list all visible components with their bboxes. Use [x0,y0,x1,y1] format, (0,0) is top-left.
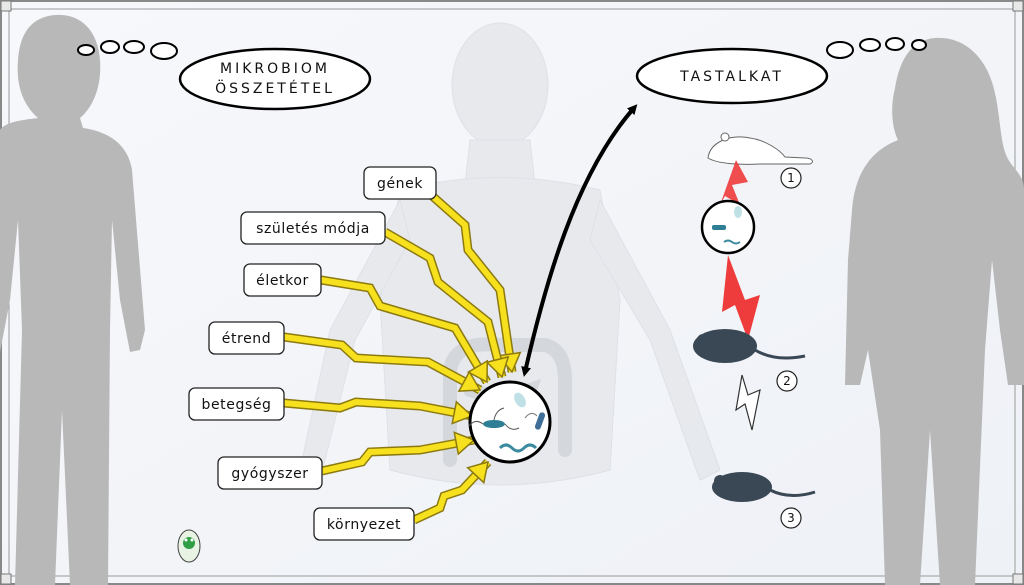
bacterium-bacillus-icon [534,412,546,430]
factor-arrow-5 [283,397,474,425]
microbiome-circle [468,380,552,464]
bacterium-rod-icon [483,420,505,428]
factor-label-text: étrend [222,331,272,347]
bidirectional-arrow [521,104,638,377]
factor-label-text: gyógyszer [231,466,308,482]
factor-arrow-3 [320,275,491,385]
factor-label-3: életkor [243,263,322,297]
donor-mouse-icon [707,132,813,165]
factor-label-text: életkor [256,273,309,289]
factor-label-5: betegség [188,387,285,421]
factor-arrow-7 [412,458,492,525]
factor-label-2: születés módja [240,211,386,245]
factor-label-text: gének [377,176,423,192]
thought-cloud-right: TASTALKAT [635,37,927,105]
step-numbers: 1 2 3 [776,167,802,529]
factor-arrow-6 [321,431,476,476]
factor-label-4: étrend [208,321,285,355]
factor-arrows [283,190,522,525]
factor-label-7: környezet [313,507,415,541]
factor-label-text: betegség [201,397,271,413]
factor-label-text: születés módja [256,221,370,237]
factor-label-1: gének [363,166,437,200]
recipient-mouse-icon [693,329,806,363]
cloud-left-line2: ÖSSZETÉTEL [215,79,335,97]
thought-cloud-left: MIKROBIOM ÖSSZETÉTEL [77,40,372,111]
male-silhouette [0,14,145,585]
step-1: 1 [787,171,795,185]
logo [177,529,201,563]
step-3: 3 [787,511,795,525]
step-2: 2 [783,374,791,388]
factor-label-6: gyógyszer [217,456,323,490]
result-mouse-icon [712,472,816,502]
transfer-sequence [693,132,816,502]
bacterium-coccus-icon [514,392,526,408]
female-silhouette [845,37,1024,585]
factor-labels: gének születés módja életkor étrend betegség… [188,166,437,541]
factor-arrow-4 [283,332,483,394]
factor-label-text: környezet [327,517,401,533]
cloud-right-text: TASTALKAT [679,69,784,85]
transfer-microbiome-circle [700,199,756,255]
bacterium-spiral-icon [498,443,538,453]
cloud-left-line1: MIKROBIOM [220,61,330,77]
factor-arrow-2 [382,228,510,379]
